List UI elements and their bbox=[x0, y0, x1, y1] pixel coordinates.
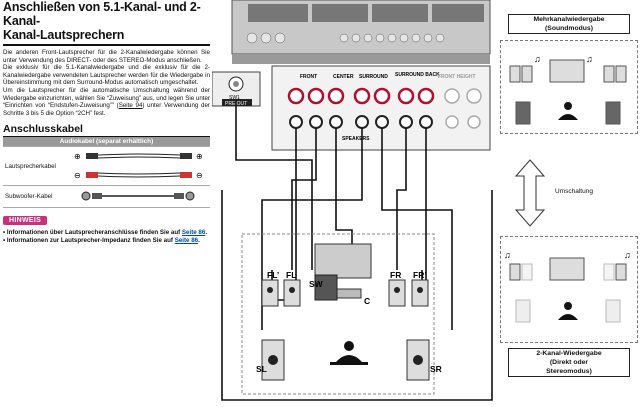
paragraph-3-end: ) unter Verwendung der Schritte 3 bis 5 … bbox=[3, 102, 210, 117]
paragraph-2: Die exklusiv für die 5.1-Kanalwiedergabe… bbox=[3, 64, 210, 87]
subwoofer-icon bbox=[314, 274, 338, 301]
cable-row-speaker: Lautsprecherkabel bbox=[3, 146, 66, 187]
label-sr: SR bbox=[430, 364, 442, 374]
mode-bottom-line-2: (Direkt oder bbox=[549, 359, 589, 366]
cable-table-header: Audiokabel (separat erhältlich) bbox=[3, 137, 210, 147]
label-flp: FL’ bbox=[267, 270, 279, 280]
center-label: CENTER bbox=[333, 74, 354, 80]
note-2-text: Informationen zur Lautsprecher-Impedanz … bbox=[6, 237, 173, 245]
switch-arrow-icon bbox=[514, 159, 546, 227]
svg-text:⊖: ⊖ bbox=[74, 171, 81, 180]
left-column: Anschließen von 5.1-Kanal- und 2-Kanal- … bbox=[3, 0, 210, 245]
page-link-94[interactable]: Seite 94 bbox=[118, 102, 143, 110]
page-title: Anschließen von 5.1-Kanal- und 2-Kanal- … bbox=[3, 0, 210, 42]
cable-row-subwoofer: Subwoofer-Kabel bbox=[3, 185, 66, 209]
svg-text:♫: ♫ bbox=[504, 250, 511, 260]
label-fl: FL bbox=[286, 270, 296, 280]
paragraph-1: Die anderen Front-Lautsprecher für die 2… bbox=[3, 49, 210, 64]
svg-text:♫: ♫ bbox=[586, 54, 593, 64]
paragraph-3: Um die Lautsprecher für die automatische… bbox=[3, 87, 210, 117]
cable-rule bbox=[3, 136, 210, 138]
speaker-terminals bbox=[287, 87, 482, 129]
switch-label: Umschaltung bbox=[555, 188, 593, 195]
label-frp: FR’ bbox=[413, 270, 427, 280]
notes-list: • Informationen über Lautsprecheranschlü… bbox=[3, 229, 210, 245]
mode-bottom-line-3: Stereomodus) bbox=[546, 368, 592, 375]
svg-text:⊕: ⊕ bbox=[74, 152, 81, 161]
subw-label: SW1 bbox=[229, 95, 240, 101]
preout-label: PRE OUT bbox=[225, 101, 247, 107]
surround-label: SURROUND bbox=[359, 74, 388, 80]
title-line-2: Kanal-Lautsprechern bbox=[3, 28, 125, 42]
note-1-text: Informationen über Lautsprecheranschlüss… bbox=[6, 229, 181, 237]
speaker-cable-icon: ⊕ ⊕ ⊖ ⊖ bbox=[66, 146, 210, 187]
center-speaker-icon bbox=[336, 288, 362, 299]
room-outline bbox=[241, 233, 435, 395]
note-item: • Informationen über Lautsprecheranschlü… bbox=[3, 229, 208, 237]
svg-text:⊕: ⊕ bbox=[196, 152, 203, 161]
title-line-1: Anschließen von 5.1-Kanal- und 2-Kanal- bbox=[3, 0, 201, 28]
label-c: C bbox=[364, 296, 370, 306]
surround-back-label: SURROUND BACK bbox=[395, 72, 440, 78]
listener-icon bbox=[330, 341, 368, 365]
subwoofer-cable-icon bbox=[66, 185, 210, 209]
mode-top-line-1: Mehrkanalwiedergabe bbox=[533, 16, 605, 23]
svg-text:♫: ♫ bbox=[624, 250, 631, 260]
note-item: • Informationen zur Lautsprecher-Impedan… bbox=[3, 237, 200, 245]
tv-icon bbox=[314, 243, 372, 279]
speaker-terminal-panel bbox=[271, 65, 491, 151]
body-text: Die anderen Front-Lautsprecher für die 2… bbox=[3, 49, 210, 117]
cable-table: Audiokabel (separat erhältlich) Lautspre… bbox=[3, 137, 210, 209]
connection-diagram: SW1 PRE OUT FRONT CENTER SURROUND SURROU… bbox=[212, 0, 493, 401]
stereo-mode-title: 2-Kanal-Wiedergabe (Direkt oder Stereomo… bbox=[508, 348, 630, 377]
svg-text:⊖: ⊖ bbox=[196, 171, 203, 180]
stereo-room-box bbox=[500, 236, 638, 343]
mode-bottom-line-1: 2-Kanal-Wiedergabe bbox=[536, 350, 602, 357]
front-label: FRONT bbox=[300, 74, 317, 80]
page-link-86[interactable]: Seite 86 bbox=[181, 229, 206, 237]
front-height-label: FRONT HEIGHT bbox=[438, 74, 476, 80]
svg-text:♫: ♫ bbox=[534, 54, 541, 64]
label-fr: FR bbox=[390, 270, 401, 280]
label-sl: SL bbox=[256, 364, 267, 374]
page-link-86-b[interactable]: Seite 86 bbox=[174, 237, 199, 245]
title-rule bbox=[3, 44, 210, 46]
multichannel-room-illustration: ♫♫ bbox=[509, 54, 627, 125]
mode-top-line-2: (Soundmodus) bbox=[545, 25, 593, 32]
hinweis-badge: HINWEIS bbox=[3, 216, 48, 226]
multichannel-mode-title: Mehrkanalwiedergabe (Soundmodus) bbox=[508, 14, 630, 34]
speakers-label: SPEAKERS bbox=[342, 136, 370, 142]
label-sw: SW bbox=[309, 279, 324, 289]
cable-heading: Anschlusskabel bbox=[3, 123, 83, 136]
stereo-room-illustration: ♫♫ bbox=[504, 250, 631, 323]
paragraph-3-text: Um die Lautsprecher für die automatische… bbox=[3, 86, 210, 110]
multichannel-room-box bbox=[500, 40, 638, 134]
